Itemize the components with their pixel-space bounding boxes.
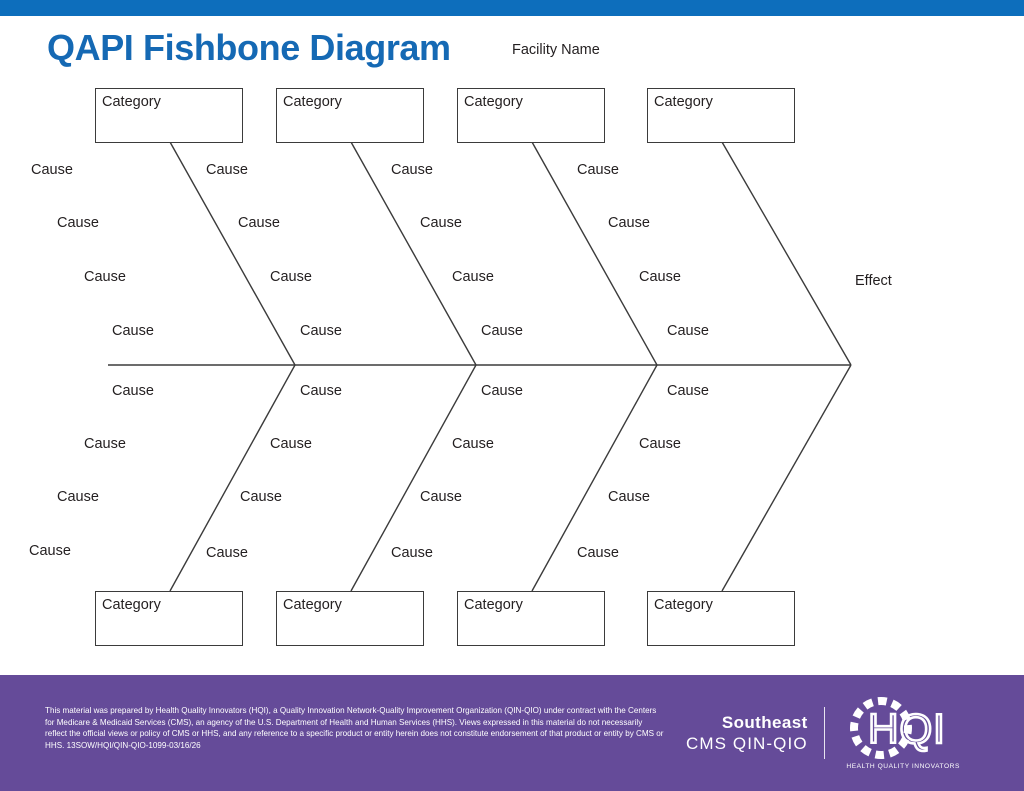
- cause-label-top[interactable]: Cause: [452, 269, 494, 285]
- footer-bar: This material was prepared by Health Qua…: [0, 675, 1024, 791]
- cause-label-top[interactable]: Cause: [577, 162, 619, 178]
- hqi-wordmark: HQI: [868, 705, 946, 752]
- footer-disclaimer-text: This material was prepared by Health Qua…: [45, 706, 664, 750]
- category-box-bottom-4[interactable]: Category: [647, 591, 795, 646]
- top-accent-bar: [0, 0, 1024, 16]
- cause-label-top[interactable]: Cause: [112, 323, 154, 339]
- cause-label-bottom[interactable]: Cause: [84, 436, 126, 452]
- qin-qio-brand-text: Southeast CMS QIN-QIO: [686, 712, 824, 754]
- cause-label-top[interactable]: Cause: [391, 162, 433, 178]
- category-box-bottom-1[interactable]: Category: [95, 591, 243, 646]
- cause-label-top[interactable]: Cause: [238, 215, 280, 231]
- category-label: Category: [654, 597, 713, 613]
- cause-label-bottom[interactable]: Cause: [391, 545, 433, 561]
- cause-label-bottom[interactable]: Cause: [577, 545, 619, 561]
- lower-bone-1: [169, 364, 296, 592]
- category-label: Category: [654, 94, 713, 110]
- cause-label-bottom[interactable]: Cause: [270, 436, 312, 452]
- page-title: QAPI Fishbone Diagram: [47, 27, 451, 68]
- cause-label-bottom[interactable]: Cause: [112, 383, 154, 399]
- category-label: Category: [283, 94, 342, 110]
- category-label: Category: [283, 597, 342, 613]
- cause-label-bottom[interactable]: Cause: [667, 383, 709, 399]
- facility-name-label: Facility Name: [512, 42, 600, 58]
- category-label: Category: [464, 94, 523, 110]
- brand-region-label: Southeast: [721, 713, 808, 732]
- cause-label-top[interactable]: Cause: [57, 215, 99, 231]
- cause-label-bottom[interactable]: Cause: [639, 436, 681, 452]
- fishbone-diagram: Category Category Category Category Cate…: [29, 88, 892, 646]
- cause-label-top[interactable]: Cause: [270, 269, 312, 285]
- brand-divider: [823, 707, 826, 759]
- category-box-top-4[interactable]: Category: [647, 88, 795, 143]
- brand-program-label: CMS QIN-QIO: [686, 734, 808, 753]
- cause-label-top[interactable]: Cause: [300, 323, 342, 339]
- cause-label-top[interactable]: Cause: [667, 323, 709, 339]
- cause-label-top[interactable]: Cause: [639, 269, 681, 285]
- effect-label[interactable]: Effect: [855, 273, 892, 289]
- cause-label-bottom[interactable]: Cause: [608, 489, 650, 505]
- category-label: Category: [102, 597, 161, 613]
- cause-label-bottom[interactable]: Cause: [240, 489, 282, 505]
- hqi-tagline: HEALTH QUALITY INNOVATORS: [846, 763, 960, 770]
- cause-label-top[interactable]: Cause: [31, 162, 73, 178]
- lower-bone-3: [531, 364, 658, 592]
- category-box-bottom-2[interactable]: Category: [276, 591, 424, 646]
- upper-bone-1: [169, 141, 296, 366]
- cause-label-bottom[interactable]: Cause: [29, 543, 71, 559]
- cause-label-top[interactable]: Cause: [206, 162, 248, 178]
- category-label: Category: [464, 597, 523, 613]
- hqi-logo-mark: HQI: [850, 697, 946, 759]
- cause-label-bottom[interactable]: Cause: [420, 489, 462, 505]
- cause-label-bottom[interactable]: Cause: [481, 383, 523, 399]
- cause-label-bottom[interactable]: Cause: [300, 383, 342, 399]
- upper-bone-2: [350, 141, 477, 366]
- upper-bone-4: [721, 141, 852, 366]
- lower-bone-4: [721, 364, 852, 592]
- cause-label-top[interactable]: Cause: [481, 323, 523, 339]
- cause-label-bottom[interactable]: Cause: [206, 545, 248, 561]
- dashed-circle-icon: [850, 697, 913, 759]
- upper-bone-3: [531, 141, 658, 366]
- cause-label-top[interactable]: Cause: [608, 215, 650, 231]
- category-label: Category: [102, 94, 161, 110]
- category-box-top-3[interactable]: Category: [457, 88, 605, 143]
- lower-bone-2: [350, 364, 477, 592]
- fishbone-skeleton: [108, 141, 852, 592]
- cause-label-top[interactable]: Cause: [420, 215, 462, 231]
- cause-label-bottom[interactable]: Cause: [57, 489, 99, 505]
- category-box-top-1[interactable]: Category: [95, 88, 243, 143]
- footer-branding: Southeast CMS QIN-QIO HQI HEALTH QUALITY…: [686, 695, 967, 771]
- hqi-logo: HQI HEALTH QUALITY INNOVATORS: [839, 695, 967, 771]
- category-box-bottom-3[interactable]: Category: [457, 591, 605, 646]
- cause-label-bottom[interactable]: Cause: [452, 436, 494, 452]
- category-box-top-2[interactable]: Category: [276, 88, 424, 143]
- cause-label-top[interactable]: Cause: [84, 269, 126, 285]
